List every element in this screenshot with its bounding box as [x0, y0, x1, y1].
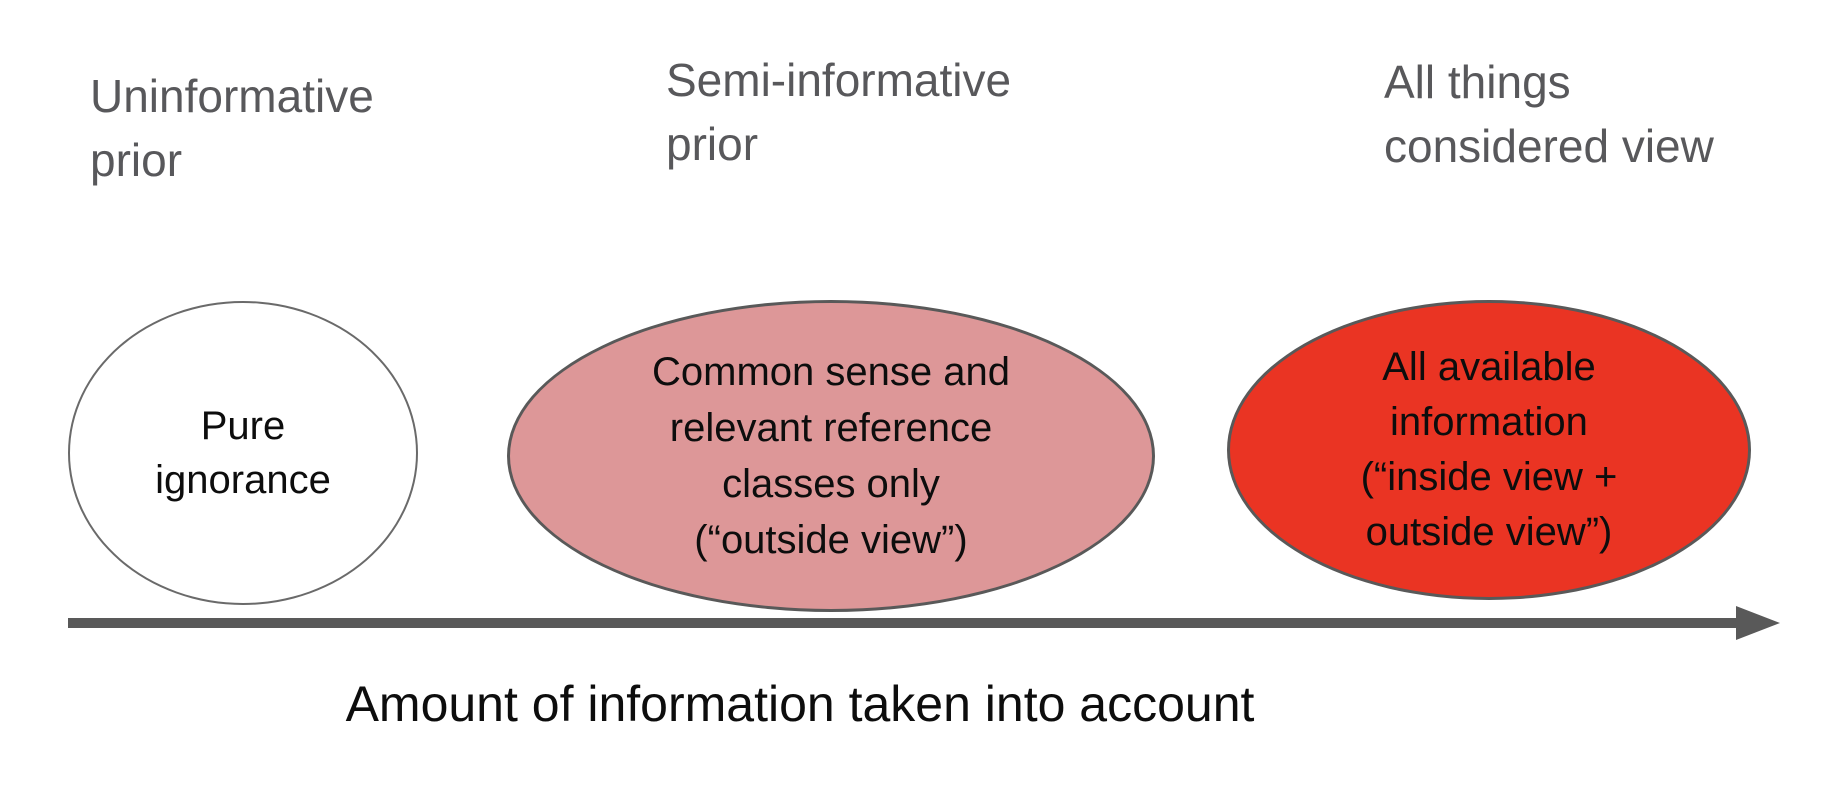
ellipse-outside-view-label: Common sense and relevant reference clas…: [652, 350, 1010, 562]
ellipse-all-available-information: All available information (“inside view …: [1227, 300, 1751, 600]
ellipse-all-available-information-label: All available information (“inside view …: [1360, 345, 1618, 554]
ellipse-pure-ignorance-label: Pure ignorance: [155, 404, 331, 502]
ellipse-outside-view: Common sense and relevant reference clas…: [507, 300, 1155, 612]
axis-caption: Amount of information taken into account: [345, 676, 1255, 732]
stage-label-uninformative-prior: Uninformative prior: [90, 70, 374, 186]
axis-arrow-line: [68, 618, 1738, 628]
stage-label-semi-informative-prior: Semi-informative prior: [666, 54, 1012, 170]
stage-label-all-things-considered-view: All things considered view: [1384, 56, 1714, 172]
arrow-right-icon: [1736, 606, 1780, 640]
ellipse-pure-ignorance: Pure ignorance: [68, 301, 418, 605]
